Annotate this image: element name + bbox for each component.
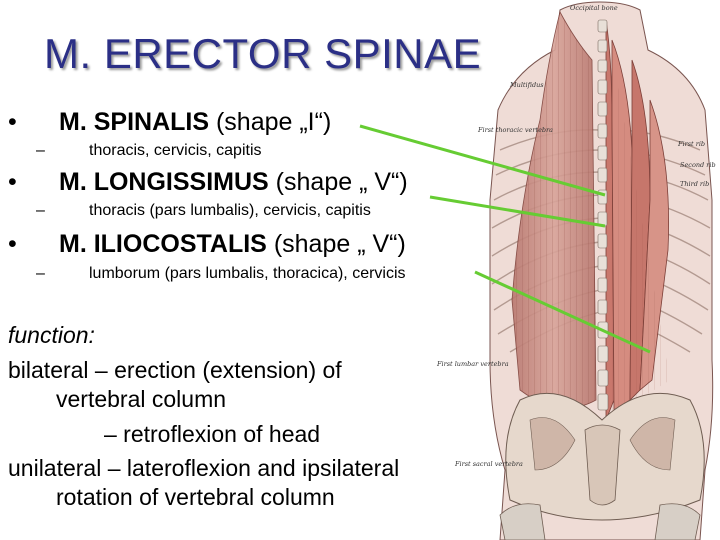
label-occipital-bone: Occipital bone — [570, 4, 618, 12]
bullet-symbol: • — [8, 230, 17, 258]
label-first-thoracic-vertebra: First thoracic vertebra — [477, 126, 553, 134]
label-second-rib: Second rib — [680, 161, 716, 169]
pointer-iliocostalis — [474, 270, 651, 354]
muscle-name: M. SPINALIS — [59, 108, 210, 136]
muscle-shape: (shape „ V“) — [268, 168, 408, 196]
label-first-rib: First rib — [677, 140, 705, 148]
figure-labels: Occipital bone Multifidus First thoracic… — [436, 4, 716, 468]
pointer-arrows — [359, 124, 651, 354]
dash-symbol: – — [36, 202, 45, 219]
bullet-symbol: • — [8, 108, 17, 136]
dash-symbol: – — [36, 265, 45, 282]
function-line: bilateral – erection (extension) of — [8, 357, 342, 383]
function-line: unilateral – lateroflexion and ipsilater… — [8, 455, 400, 481]
label-third-rib: Third rib — [680, 180, 709, 188]
dash-symbol: – — [36, 142, 45, 159]
muscle-name: M. LONGISSIMUS — [59, 168, 269, 196]
pointer-longissimus — [429, 195, 606, 228]
pointer-spinalis — [359, 124, 606, 197]
label-first-lumbar-vertebra: First lumbar vertebra — [436, 360, 509, 368]
sub-text: thoracis (pars lumbalis), cervicis, capi… — [89, 202, 371, 219]
function-line: vertebral column — [56, 386, 227, 412]
function-line: – retroflexion of head — [104, 421, 321, 447]
sub-text: lumborum (pars lumbalis, thoracica), cer… — [89, 265, 406, 282]
function-line: rotation of vertebral column — [56, 484, 335, 510]
function-heading: function: — [8, 322, 95, 348]
sub-text: thoracis, cervicis, capitis — [89, 142, 262, 159]
bullet-text: M. SPINALIS (shape „I“) — [59, 108, 331, 137]
muscle-shape: (shape „ V“) — [266, 230, 406, 258]
label-multifidus: Multifidus — [509, 81, 544, 89]
label-first-sacral-vertebra: First sacral vertebra — [454, 460, 523, 468]
bullet-text: M. LONGISSIMUS (shape „ V“) — [59, 168, 408, 197]
slide-title: M. ERECTOR SPINAE — [44, 30, 482, 77]
bullet-text: M. ILIOCOSTALIS (shape „ V“) — [59, 230, 406, 259]
bullet-symbol: • — [8, 168, 17, 196]
muscle-shape: (shape „I“) — [209, 108, 332, 136]
torso-illustration — [489, 1, 714, 540]
muscle-name: M. ILIOCOSTALIS — [59, 230, 267, 258]
